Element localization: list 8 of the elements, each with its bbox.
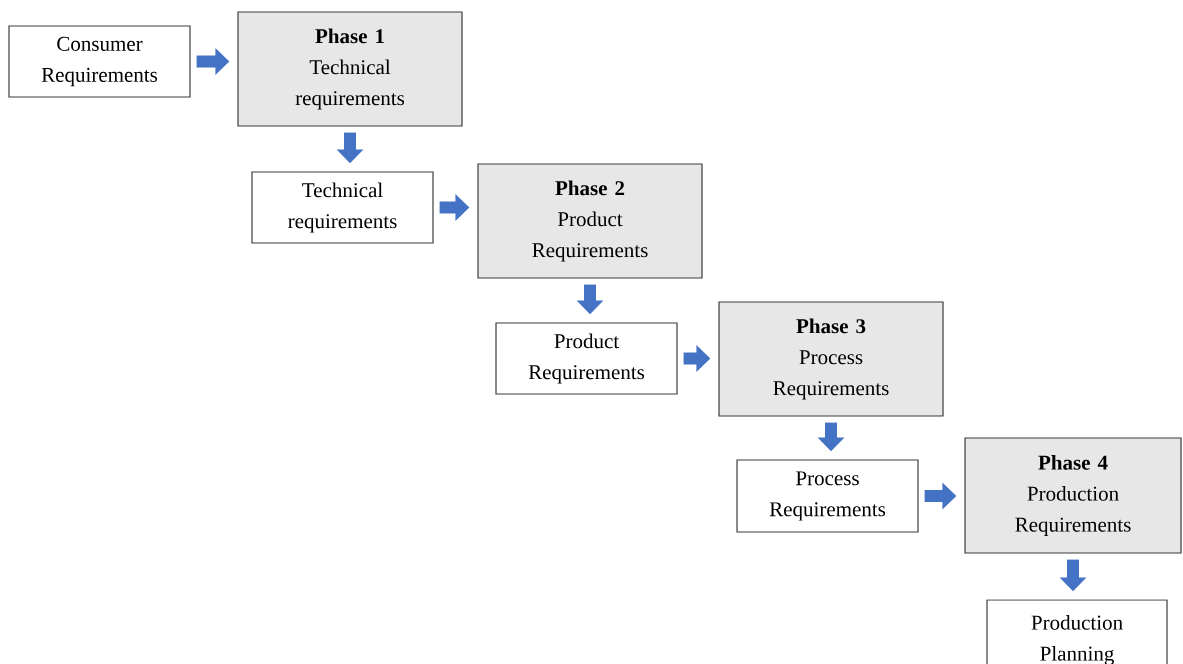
requirements-box: Product Requirements	[495, 322, 678, 395]
requirements-box: Process Requirements	[736, 459, 919, 533]
phase-box: Phase 3 Process Requirements	[718, 301, 944, 417]
requirements-box: Technical requirements	[251, 171, 434, 244]
phase-box: Phase 1 Technical requirements	[237, 11, 463, 127]
requirements-box: Consumer Requirements	[8, 25, 191, 98]
phase-box: Phase 2 Product Requirements	[477, 163, 703, 279]
phase-box: Phase 4 Production Requirements	[964, 437, 1182, 554]
